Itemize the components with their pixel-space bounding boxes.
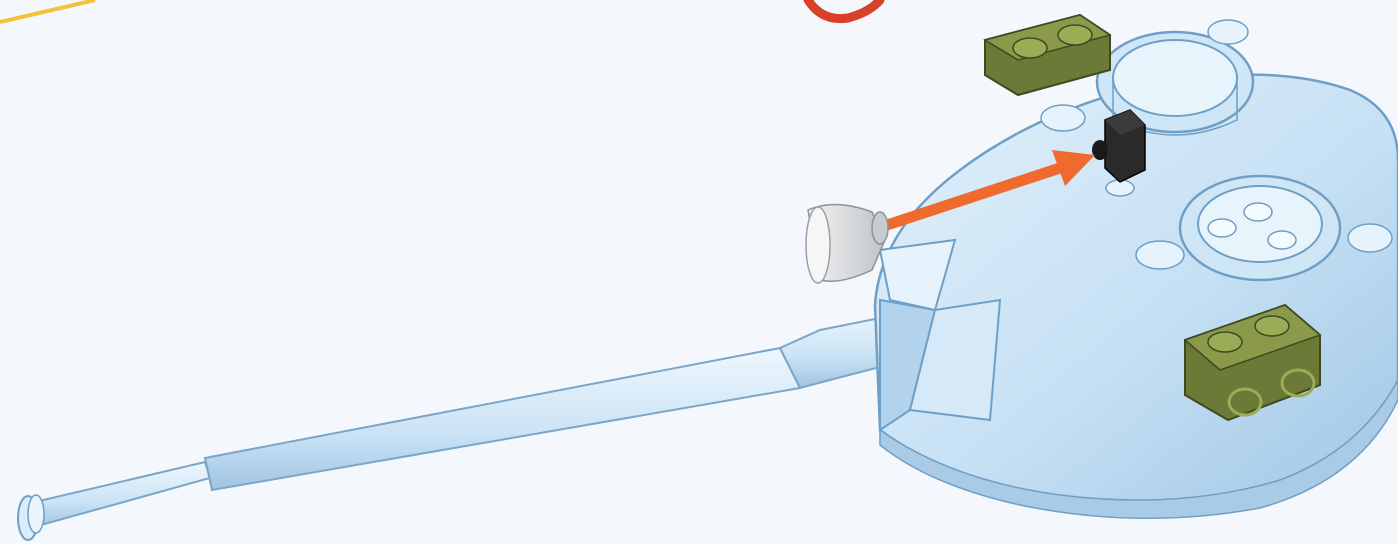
red-rotation-arc bbox=[808, 0, 880, 19]
turret-body bbox=[875, 20, 1398, 518]
green-brick-top bbox=[985, 15, 1110, 95]
turret-barrel bbox=[18, 308, 945, 540]
yellow-guide-line bbox=[0, 0, 95, 22]
clear-cone-piece bbox=[806, 204, 888, 283]
